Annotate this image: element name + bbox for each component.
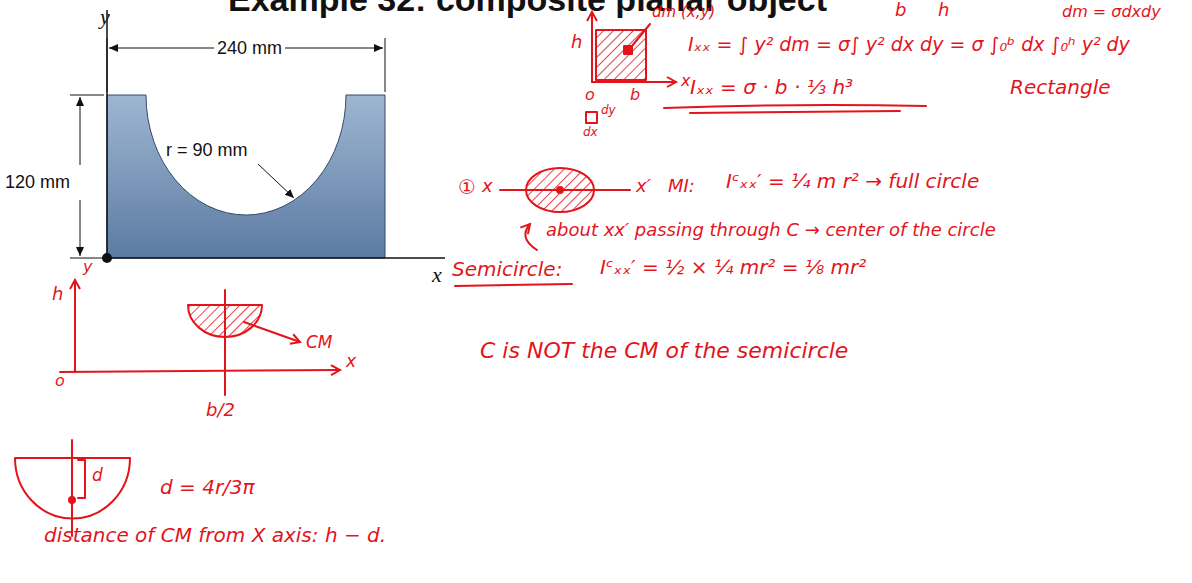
annotation-text: Semicircle: — [452, 258, 562, 281]
annotation-text: dm = σdxdy — [1062, 3, 1161, 21]
annotation-text: h — [571, 32, 582, 53]
annotation-text: Iₓₓ = ∫ y² dm = σ∫ y² dx dy = σ ∫₀ᵇ dx ∫… — [688, 34, 1130, 56]
annotation-text: MI: — [668, 176, 695, 197]
annotation-text: Iᶜₓₓ′ = ¼ m r² → full circle — [726, 170, 979, 193]
annotation-text: o — [55, 372, 65, 390]
annotation-text: dm (x,y) — [652, 4, 715, 21]
annotation-text: Rectangle — [1010, 76, 1111, 99]
annotation-text: C is NOT the CM of the semicircle — [480, 338, 848, 363]
annotation-text: b — [895, 0, 906, 21]
annotation-text: b/2 — [206, 400, 235, 421]
slide-title: Example 32: composite planar object — [228, 0, 827, 19]
handwritten-sketches — [15, 12, 926, 536]
annotation-text: h — [52, 284, 63, 305]
dimension-label: r = 90 mm — [166, 140, 248, 161]
annotation-text: o — [585, 86, 595, 104]
annotation-text: dy — [601, 104, 616, 118]
annotation-text: Iₓₓ = σ · b · ⅓ h³ — [690, 76, 853, 99]
annotation-text: Iᶜₓₓ′ = ½ × ¼ mr² = ⅛ mr² — [600, 256, 866, 279]
annotation-text: x — [681, 72, 690, 90]
annotation-text: distance of CM from X axis: h − d. — [44, 524, 386, 547]
axis-label: x — [432, 262, 442, 287]
annotation-text: ① — [458, 176, 476, 199]
dimension-label: 120 mm — [2, 172, 73, 193]
annotation-text: d — [92, 466, 103, 486]
annotation-text: b — [630, 86, 640, 104]
plate-figure — [70, 10, 445, 263]
annotation-text: x — [346, 352, 356, 372]
annotation-text: x — [482, 176, 493, 197]
annotation-text: about xx′ passing through C → center of … — [546, 220, 996, 241]
axis-label: y — [100, 4, 110, 29]
annotation-text: h — [938, 0, 949, 21]
annotation-text: d = 4r/3π — [160, 476, 255, 499]
annotation-text: x′ — [636, 176, 651, 197]
annotation-text: y — [83, 258, 92, 276]
annotation-text: CM — [306, 333, 333, 353]
annotation-text: dx — [583, 126, 598, 140]
dimension-label: 240 mm — [214, 38, 285, 59]
